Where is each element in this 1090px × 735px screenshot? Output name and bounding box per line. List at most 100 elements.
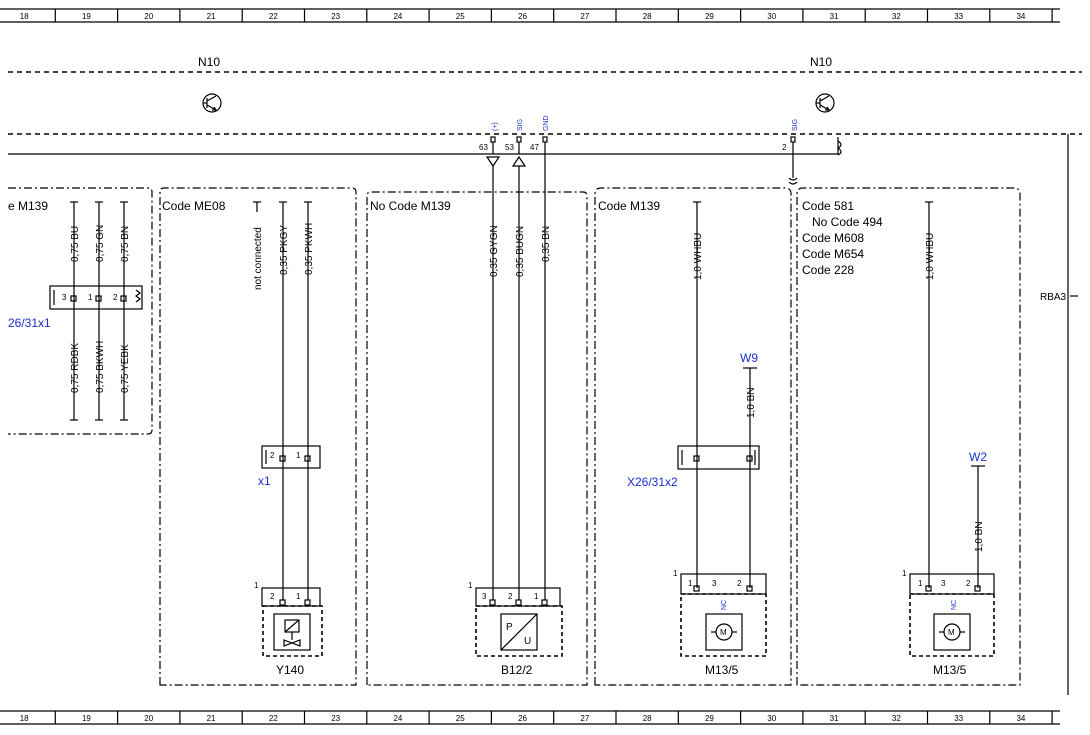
component-label: B12/2	[501, 663, 533, 677]
ruler-column-number: 27	[580, 714, 589, 723]
transistor-icon	[202, 93, 222, 113]
section-frame-m139-left	[8, 187, 153, 435]
pin-number: 1	[534, 592, 539, 601]
component-m13-5	[909, 573, 995, 657]
ruler-column-number: 29	[705, 12, 714, 21]
wire-label: 0,35 BUGN	[515, 226, 526, 277]
ruler-column-number: 22	[269, 12, 278, 21]
ruler-column-number: 26	[518, 12, 527, 21]
output-arrow-icon	[485, 156, 501, 168]
ruler-column-number: 30	[767, 714, 776, 723]
pin-number: 2	[270, 592, 275, 601]
wire-label: 0,75 GN	[95, 225, 106, 262]
pin-number: 3	[482, 592, 487, 601]
ruler-column-number: 28	[643, 714, 652, 723]
wire-label: 0,75 BU	[70, 226, 81, 262]
ruler-column-number: 24	[393, 12, 402, 21]
wire-label: 0,75 BN	[120, 226, 131, 262]
column-ruler-bottom	[0, 710, 1060, 725]
ruler-column-number: 21	[207, 12, 216, 21]
wire-label: 0,75 YEBK	[120, 344, 131, 393]
sensor-label-u: U	[524, 636, 531, 647]
ruler-column-number: 32	[892, 12, 901, 21]
ruler-column-number: 25	[456, 12, 465, 21]
ruler-column-number: 18	[20, 714, 29, 723]
sensor-label-p: P	[506, 622, 513, 633]
section-code-label: Code M139	[598, 199, 660, 213]
ruler-column-number: 20	[144, 714, 153, 723]
motor-label: M	[948, 628, 955, 637]
connector-x26-31x2	[677, 445, 760, 470]
section-frame-no-m139	[366, 191, 588, 686]
wire-group-s1	[70, 201, 128, 421]
section-frame-m139-right	[594, 187, 792, 686]
ground-label: W2	[969, 450, 987, 464]
motor-icon	[711, 623, 737, 641]
pin-number: 2	[966, 579, 971, 588]
ruler-column-number: 31	[830, 12, 839, 21]
wire-label: 0,35 GYGN	[489, 225, 500, 277]
ruler-column-number: 33	[954, 12, 963, 21]
section-code-label: e M139	[8, 199, 48, 213]
connector-26-31x1	[49, 285, 143, 310]
ruler-column-number: 33	[954, 714, 963, 723]
nc-label: NC	[951, 600, 958, 610]
pin-label-plus: (+)	[492, 122, 499, 131]
wire-label: 1,0 BN	[746, 387, 757, 418]
module-label-left: N10	[198, 55, 220, 69]
pin-number: 1	[296, 592, 301, 601]
section-code-label: Code 228	[802, 263, 854, 277]
module-label-right: N10	[810, 55, 832, 69]
module-pin-stubs	[490, 136, 796, 143]
wire-label: 0,35 PKGY	[279, 225, 290, 275]
connector-label: x1	[258, 474, 271, 488]
pin-number: 1	[688, 579, 693, 588]
ruler-column-number: 18	[20, 12, 29, 21]
ruler-column-number: 34	[1016, 12, 1025, 21]
pin-number: 1	[918, 579, 923, 588]
pin-number: 2	[508, 592, 513, 601]
ruler-column-number: 29	[705, 714, 714, 723]
component-label: M13/5	[705, 663, 739, 677]
wire-label: 0,35 PKWH	[304, 223, 315, 275]
ruler-column-number: 28	[643, 12, 652, 21]
pin-number: 3	[941, 579, 946, 588]
wire-label: 1,0 BN	[974, 521, 985, 552]
pin-number-53: 53	[505, 143, 514, 152]
ruler-column-number: 24	[393, 714, 402, 723]
pin-number-47: 47	[530, 143, 539, 152]
pin-number: 1	[88, 293, 93, 302]
ruler-column-number: 30	[767, 12, 776, 21]
ruler-column-number: 25	[456, 714, 465, 723]
pin-label-sig-right: SIG	[792, 119, 799, 131]
wire-label: 0,75 RDBK	[70, 343, 81, 393]
component-y140	[261, 587, 323, 657]
motor-label: M	[720, 628, 727, 637]
section-frame-me08	[159, 187, 357, 686]
motor-icon	[939, 623, 965, 641]
wire-label: 0,35 BN	[541, 226, 552, 262]
wire-label: 0,75 BKWH	[95, 341, 106, 393]
pin-label-sig: SIG	[517, 119, 524, 131]
ruler-column-number: 26	[518, 714, 527, 723]
ruler-column-number: 23	[331, 12, 340, 21]
ruler-column-number: 19	[82, 12, 91, 21]
transistor-icon	[815, 93, 835, 113]
pin-number: 2	[113, 293, 118, 302]
wire-label: not connected	[253, 227, 264, 290]
component-m13-5	[680, 573, 767, 657]
valve-icon	[283, 619, 301, 647]
pin-label-gnd: GND	[543, 115, 550, 131]
wire-label: 1,0 WHBU	[925, 233, 936, 280]
pin-number: 1	[296, 451, 301, 460]
ruler-column-number: 31	[830, 714, 839, 723]
section-code-label: Code ME08	[162, 199, 226, 213]
pin-number: 1	[902, 569, 907, 578]
ruler-column-number: 20	[144, 12, 153, 21]
column-ruler-top	[0, 8, 1060, 23]
connector-label: X26/31x2	[627, 475, 678, 489]
ruler-column-number: 22	[269, 714, 278, 723]
ruler-column-number: 19	[82, 714, 91, 723]
